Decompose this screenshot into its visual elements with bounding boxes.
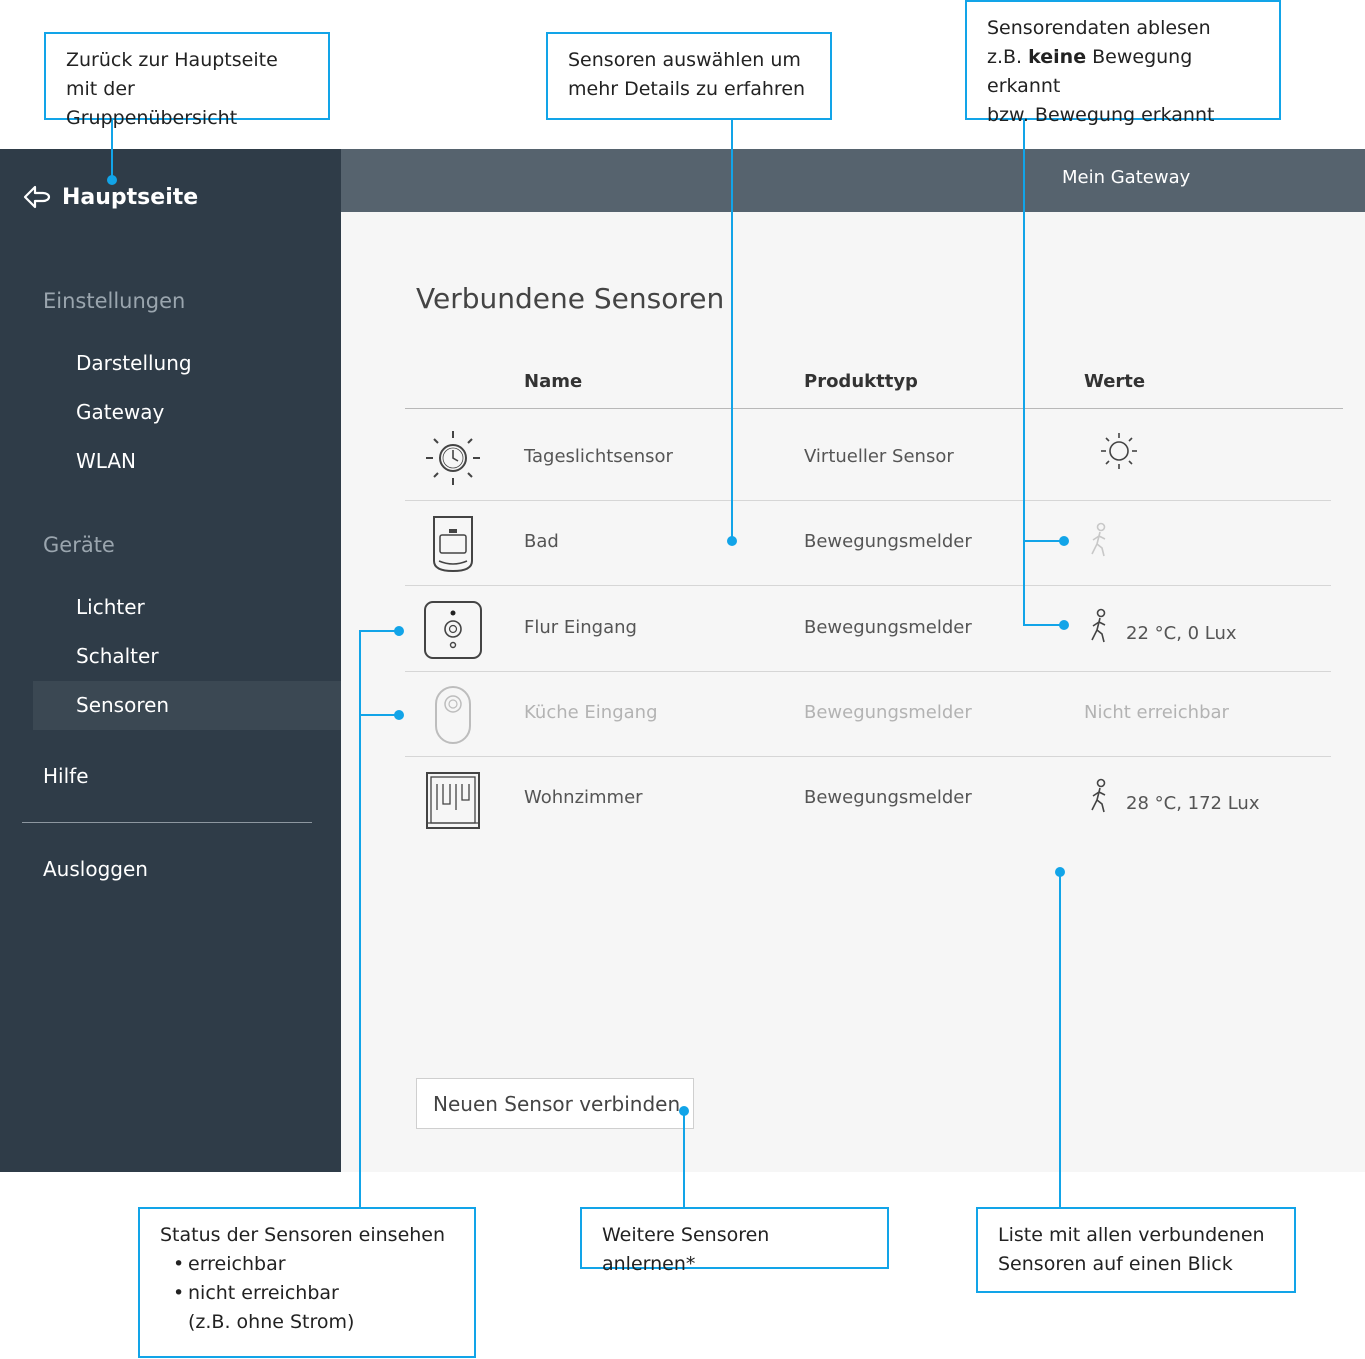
callout-status: Status der Sensoren einsehen erreichbar … [138, 1207, 476, 1358]
callout-select: Sensoren auswählen um mehr Details zu er… [546, 32, 832, 120]
column-header-values[interactable]: Werte [1084, 371, 1146, 392]
page-title: Verbundene Sensoren [416, 282, 725, 315]
sidebar [0, 149, 341, 1172]
row-value: 28 °C, 172 Lux [1126, 793, 1260, 814]
motion-detector-icon [433, 516, 473, 573]
sun-icon [1101, 433, 1137, 469]
walking-person-icon-inactive [1091, 522, 1106, 557]
row-type: Bewegungsmelder [804, 787, 972, 808]
row-name: Tageslichtsensor [524, 446, 673, 467]
table-header-divider [405, 408, 1343, 409]
column-header-type[interactable]: Produkttyp [804, 371, 918, 392]
column-header-name[interactable]: Name [524, 371, 583, 392]
sidebar-section-devices: Geräte [43, 533, 115, 557]
row-name: Wohnzimmer [524, 787, 643, 808]
row-name: Küche Eingang [524, 702, 658, 723]
walking-person-icon [1091, 608, 1106, 643]
sidebar-item-schalter[interactable]: Schalter [76, 644, 159, 668]
row-value: 22 °C, 0 Lux [1126, 623, 1237, 644]
sidebar-active-highlight [33, 681, 341, 730]
row-name: Flur Eingang [524, 617, 637, 638]
walking-person-icon [1091, 778, 1106, 813]
sidebar-item-ausloggen[interactable]: Ausloggen [43, 857, 148, 881]
top-bar [341, 149, 1365, 212]
sidebar-divider [22, 822, 312, 823]
motion-detector-wide-icon [426, 772, 480, 829]
callout-list: Liste mit allen verbundenen Sensoren auf… [976, 1207, 1296, 1293]
callout-back: Zurück zur Hauptseite mit der Gruppenübe… [44, 32, 330, 129]
sidebar-item-lichter[interactable]: Lichter [76, 595, 145, 619]
arrow-back-icon [23, 185, 51, 209]
sidebar-item-sensoren[interactable]: Sensoren [76, 693, 170, 717]
sidebar-section-settings: Einstellungen [43, 289, 186, 313]
row-type: Bewegungsmelder [804, 702, 972, 723]
motion-detector-round-icon [435, 686, 471, 744]
row-status-unreachable: Nicht erreichbar [1084, 702, 1229, 723]
row-divider [405, 500, 1331, 501]
add-sensor-button[interactable]: Neuen Sensor verbinden [416, 1078, 694, 1129]
row-divider [405, 671, 1331, 672]
daylight-sensor-icon [426, 431, 480, 485]
callout-read-data: Sensorendaten ablesen z.B. keine Bewegun… [965, 0, 1281, 126]
row-divider [405, 585, 1331, 586]
motion-detector-square-icon [424, 601, 482, 659]
row-type: Bewegungsmelder [804, 531, 972, 552]
sidebar-item-darstellung[interactable]: Darstellung [76, 351, 192, 375]
row-type: Bewegungsmelder [804, 617, 972, 638]
row-divider [405, 756, 1331, 757]
gateway-title[interactable]: Mein Gateway [1062, 167, 1191, 188]
home-label: Hauptseite [62, 184, 199, 210]
sidebar-item-hilfe[interactable]: Hilfe [43, 764, 89, 788]
row-type: Virtueller Sensor [804, 446, 954, 467]
sidebar-item-wlan[interactable]: WLAN [76, 449, 137, 473]
sidebar-item-gateway[interactable]: Gateway [76, 400, 165, 424]
home-link[interactable]: Hauptseite [22, 182, 198, 212]
callout-add: Weitere Sensoren anlernen* [580, 1207, 889, 1275]
main-content [341, 212, 1365, 1172]
row-name: Bad [524, 531, 559, 552]
